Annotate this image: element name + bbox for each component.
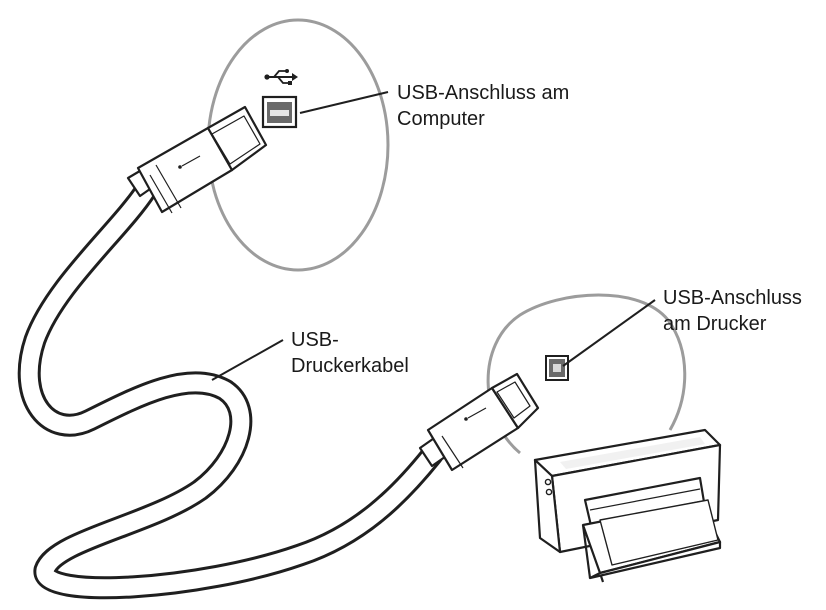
cable-label-line2: Druckerkabel [291, 355, 409, 377]
usb-trident-icon [264, 69, 298, 85]
computer-port-label-line1: USB-Anschluss am [397, 82, 570, 104]
computer-port-label-line2: Computer [397, 108, 485, 130]
leader-line-cable [211, 339, 284, 381]
printer-port-label: USB-Anschluss am Drucker [663, 285, 802, 337]
leader-line-computer-port [299, 91, 389, 114]
computer-usb-port [261, 95, 298, 129]
printer-port-inset [486, 293, 687, 455]
usb-b-plug [418, 372, 540, 472]
usb-a-plug [126, 105, 268, 214]
printer-usb-port [545, 355, 569, 381]
printer-port-label-line1: USB-Anschluss [663, 287, 802, 309]
leader-lines [211, 91, 656, 381]
computer-port-label: USB-Anschluss am Computer [397, 80, 569, 132]
cable-label-line1: USB- [291, 329, 339, 351]
usb-printer-cable [17, 178, 444, 600]
leader-line-printer-port [562, 299, 656, 367]
printer [533, 428, 722, 583]
printer-port-label-line2: am Drucker [663, 313, 767, 335]
cable-label: USB- Druckerkabel [291, 327, 409, 379]
